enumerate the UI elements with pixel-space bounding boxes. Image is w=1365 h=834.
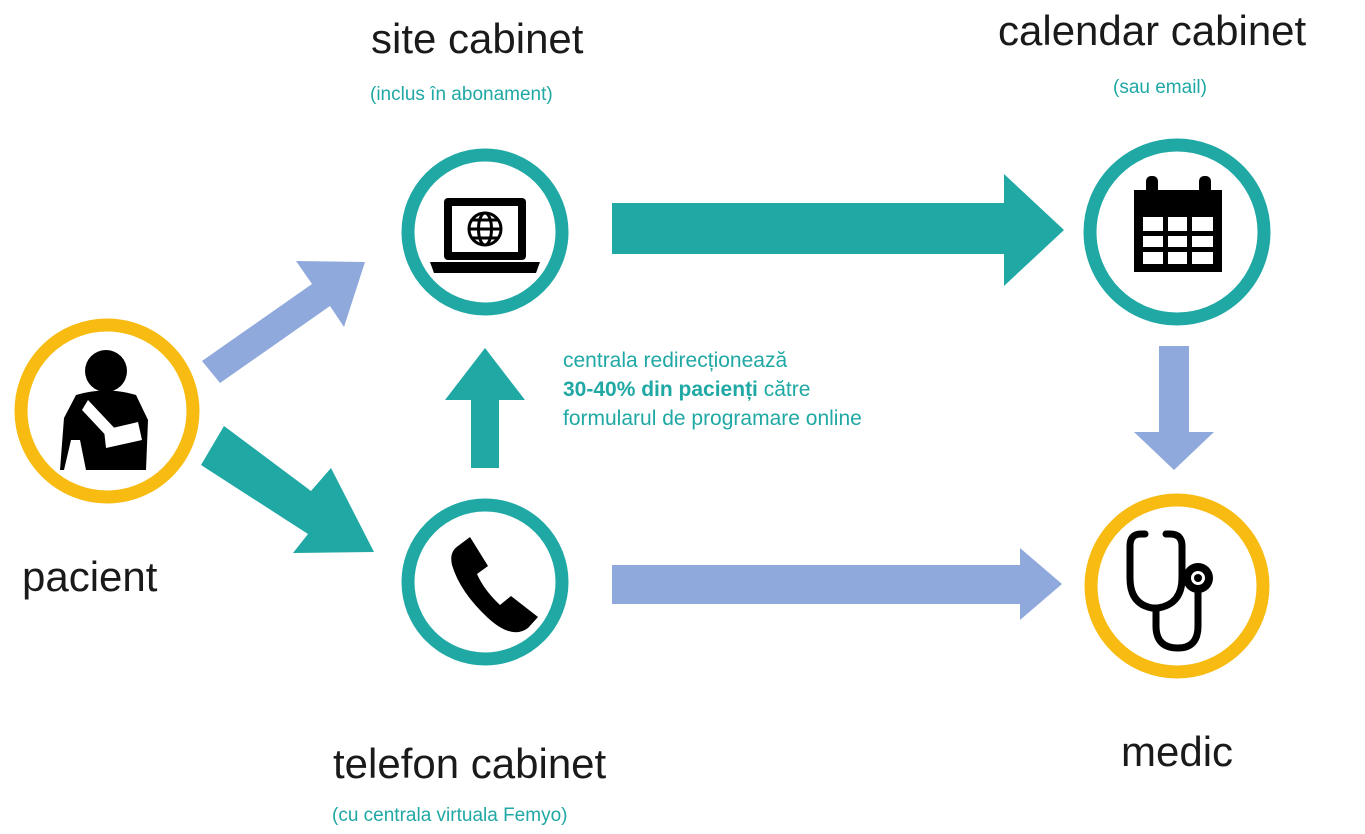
site-sublabel: (inclus în abonament) — [370, 84, 553, 105]
redirect-note-rest: către formularul de programare online — [563, 378, 862, 430]
redirect-note: centrala redirecționează 30-40% din paci… — [563, 346, 893, 433]
arrow-patient-to-phone — [201, 426, 374, 553]
redirect-note-bold: 30-40% din pacienți — [563, 378, 758, 401]
site-node — [401, 148, 569, 316]
calendar-label: calendar cabinet — [998, 7, 1307, 54]
phone-node — [401, 498, 569, 666]
patient-arm-sling-icon — [60, 350, 148, 470]
telephone-icon — [451, 537, 538, 633]
patient-node — [14, 318, 200, 504]
patient-label: pacient — [22, 553, 158, 600]
arrow-calendar-to-doctor — [1134, 346, 1214, 470]
phone-label: telefon cabinet — [333, 740, 607, 787]
calendar-sublabel: (sau email) — [1113, 77, 1207, 98]
doctor-label: medic — [1121, 728, 1234, 775]
calendar-icon — [1134, 176, 1222, 272]
site-label: site cabinet — [371, 15, 584, 62]
arrow-phone-to-doctor — [612, 548, 1062, 620]
arrow-patient-to-site — [202, 261, 365, 383]
arrow-site-to-calendar — [612, 174, 1064, 286]
arrow-phone-to-site — [445, 348, 525, 468]
redirect-note-line1: centrala redirecționează — [563, 349, 788, 372]
calendar-node — [1083, 138, 1271, 326]
phone-sublabel: (cu centrala virtuala Femyo) — [332, 805, 568, 826]
laptop-globe-icon — [430, 198, 540, 273]
doctor-node — [1084, 493, 1270, 679]
stethoscope-icon — [1126, 530, 1213, 652]
